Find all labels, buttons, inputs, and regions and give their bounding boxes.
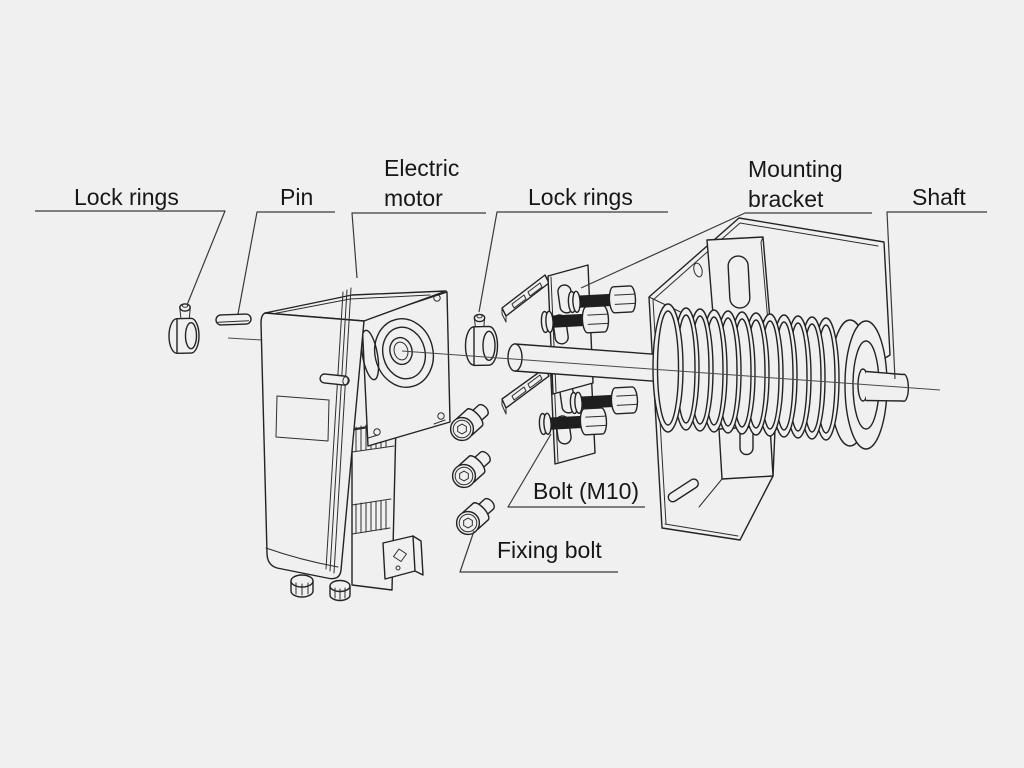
fixing-bolt-2: [447, 445, 497, 493]
lock-ring-left: [168, 303, 200, 355]
pin: [215, 313, 252, 326]
label-lock-rings-right: Lock rings: [528, 184, 633, 210]
torsion-spring: [652, 303, 910, 450]
leader-lock-rings-left: [35, 210, 226, 306]
motor-handle-pin: [319, 373, 350, 386]
label-bolt-m10: Bolt (M10): [533, 478, 639, 504]
leader-fixing-bolt: [459, 530, 618, 573]
leader-shaft: [886, 211, 987, 380]
label-pin: Pin: [280, 184, 313, 210]
label-lock-rings-left: Lock rings: [74, 184, 179, 210]
label-electric-motor-line1: Electric: [384, 155, 459, 181]
label-fixing-bolt: Fixing bolt: [497, 537, 602, 563]
label-mounting-bracket-line2: bracket: [748, 186, 824, 212]
leader-pin: [237, 211, 335, 315]
leader-lock-rings-right: [478, 211, 668, 313]
motor-junction-box: [382, 535, 424, 580]
leader-mounting-bracket: [580, 212, 872, 289]
motor-cable-glands: [290, 574, 351, 602]
motor-front-panel: [260, 287, 365, 580]
label-electric-motor-line2: motor: [384, 185, 443, 211]
leader-electric-motor: [351, 212, 486, 279]
fixing-bolt-1: [445, 398, 495, 446]
axis-centerline-left: [227, 337, 263, 341]
leader-bolt-m10: [507, 433, 645, 508]
label-mounting-bracket-line1: Mounting: [748, 156, 843, 182]
axis-centerline: [401, 350, 941, 391]
fixing-bolt-3: [451, 492, 501, 540]
label-shaft: Shaft: [912, 184, 966, 210]
electric-motor: [260, 287, 451, 602]
